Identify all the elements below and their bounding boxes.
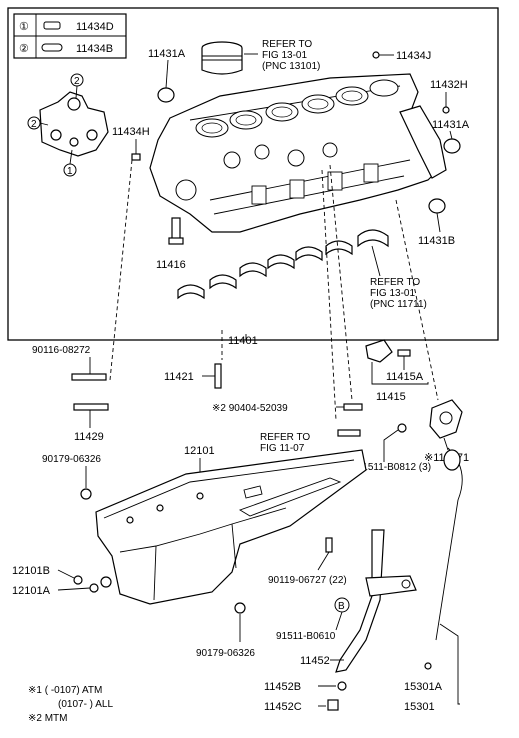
label-11421: 11421 (164, 371, 194, 383)
piston (201, 41, 243, 75)
label-11434j: 11434J (396, 50, 431, 62)
callout-b: B (334, 597, 350, 613)
label-11432h: 11432H (430, 79, 468, 91)
label-91511b: 91511-B0610 (276, 631, 336, 642)
plug-11431a-right (443, 138, 461, 154)
label-90179b: 90179-06326 (196, 648, 255, 659)
label-91511a: ※1 91511-B0812 (3) (340, 462, 431, 473)
plug-12101a (89, 583, 99, 593)
note-2: ※2 MTM (28, 713, 68, 724)
label-11434h: 11434H (112, 126, 150, 138)
plug-90179a (80, 488, 92, 500)
legend-num-1: ① (19, 21, 29, 33)
refer-1107-line2: FIG 11-07 (260, 443, 305, 454)
label-11429: 11429 (74, 431, 104, 443)
svg-text:2: 2 (31, 119, 37, 130)
label-11452: 11452 (300, 655, 330, 667)
block-frame (7, 7, 499, 341)
refer-1107-line1: REFER TO (260, 432, 310, 443)
label-11452b: 11452B (264, 681, 301, 693)
legend-part-1: 11434D (76, 21, 114, 33)
seal-15301a (424, 662, 432, 670)
legend-part-2: 11434B (76, 43, 113, 55)
dipstick (435, 447, 463, 641)
bolt-11416 (168, 217, 184, 245)
bolt-90119 (325, 537, 333, 553)
label-11431a-top: 11431A (148, 48, 186, 60)
label-15301a: 15301A (404, 681, 443, 693)
callout-2-top: 2 (70, 73, 84, 99)
pin-11434h (131, 153, 141, 161)
label-12101b: 12101B (12, 565, 50, 577)
refer-bearing-line3: (PNC 11711) (370, 299, 427, 310)
plug-11431a-top (157, 87, 175, 103)
label-90179a: 90179-06326 (42, 454, 101, 465)
label-11416: 11416 (156, 259, 186, 271)
callout-1-bottom: 1 (63, 149, 77, 177)
label-12101: 12101 (184, 445, 215, 457)
note-1-line2: (0107- ) ALL (58, 699, 113, 710)
note-1-line1: ※1 ( -0107) ATM (28, 685, 102, 696)
bolt-1107 (337, 429, 361, 437)
svg-text:1: 1 (67, 166, 73, 177)
legend-num-2: ② (19, 43, 29, 55)
plug-11431b (428, 198, 446, 214)
label-11452c: 11452C (264, 701, 302, 713)
stud-90116 (71, 373, 107, 381)
pin-11421 (214, 363, 222, 389)
label-11415: 11415 (376, 391, 406, 403)
legend-box: ① ② 11434D 11434B (13, 13, 127, 59)
svg-text:2: 2 (74, 76, 80, 87)
svg-text:B: B (338, 601, 345, 612)
rear-bracket (39, 91, 109, 157)
plug-90179b (234, 602, 246, 614)
refer-piston-line1: REFER TO (262, 39, 312, 50)
main-bearings (177, 229, 389, 300)
refer-piston-line2: FIG 13-01 (262, 50, 307, 61)
bolt-91511-a (397, 423, 407, 433)
bracket-112271 (429, 399, 463, 439)
sensor-11415 (365, 339, 411, 363)
label-11431a-right: 11431A (432, 119, 470, 131)
label-11431b: 11431B (418, 235, 455, 247)
label-12101a: 12101A (12, 585, 51, 597)
oil-pan (95, 449, 367, 605)
label-11401: 11401 (228, 335, 258, 347)
refer-bearing-line1: REFER TO (370, 277, 420, 288)
label-90116: 90116-08272 (32, 345, 91, 356)
label-11415a: 11415A (386, 371, 424, 383)
refer-bearing-line2: FIG 13-01 (370, 288, 415, 299)
plug-11452c (327, 699, 339, 711)
bolt-90404 (343, 403, 363, 411)
label-90404: ※2 90404-52039 (212, 403, 288, 414)
cylinder-block (149, 73, 447, 233)
callout-2-left: 2 (27, 116, 49, 130)
plug-12101b (73, 575, 83, 585)
gasket-11452b (337, 681, 347, 691)
strainer-tube (335, 529, 417, 673)
label-90119: 90119-06727 (22) (268, 575, 347, 586)
refer-piston-line3: (PNC 13101) (262, 61, 320, 72)
stud-11429 (73, 403, 109, 411)
label-15301: 15301 (404, 701, 435, 713)
